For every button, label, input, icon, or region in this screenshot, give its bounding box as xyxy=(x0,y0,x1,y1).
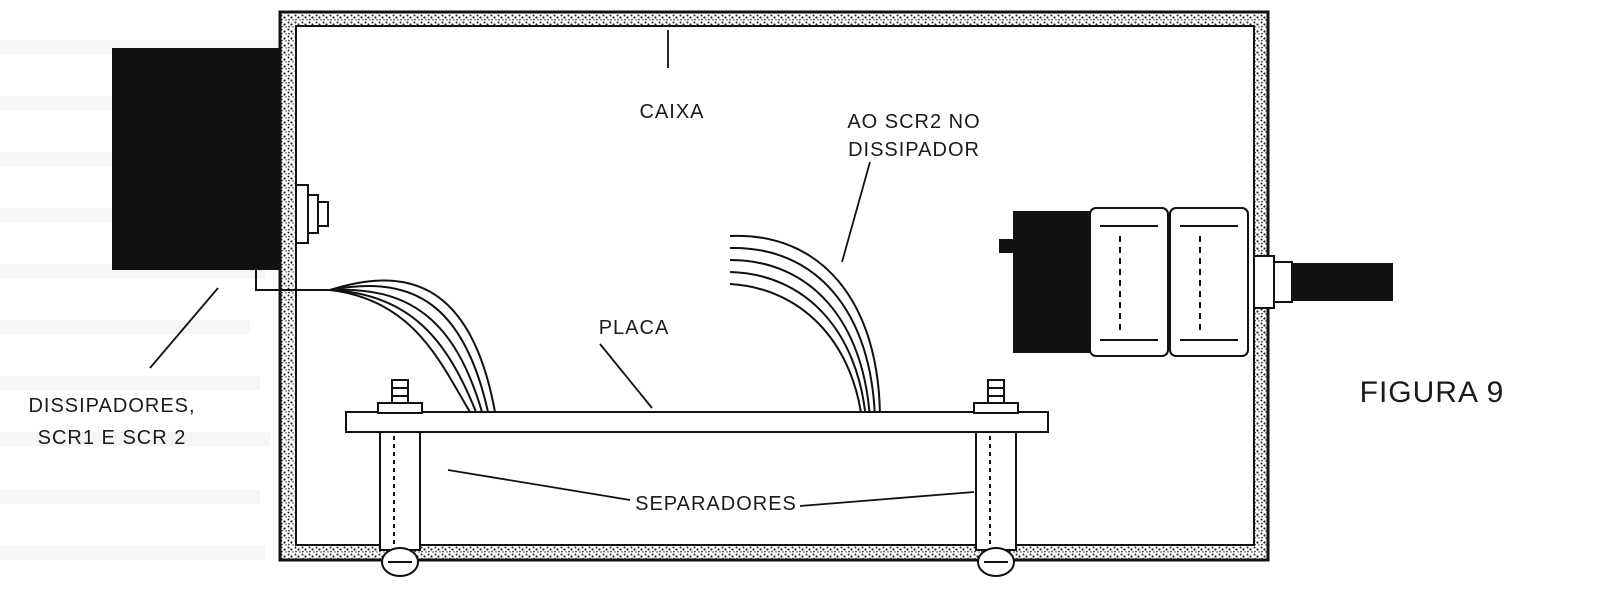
heatsink-block xyxy=(112,48,292,270)
potentiometer xyxy=(999,207,1393,357)
label-separadores: SEPARADORES xyxy=(635,493,797,515)
label-placa: PLACA xyxy=(599,317,670,339)
label-figura: FIGURA 9 xyxy=(1360,376,1505,409)
separador-left xyxy=(379,379,421,577)
mounting-bolt xyxy=(295,184,329,244)
label-caixa: CAIXA xyxy=(639,101,704,123)
heatsink-lead xyxy=(255,270,330,291)
label-ao-scr2-line2: DISSIPADOR xyxy=(848,139,980,161)
label-dissipadores-line1: DISSIPADORES, xyxy=(28,395,195,417)
wire-bundle-right xyxy=(729,234,881,421)
label-ao-scr2-line1: AO SCR2 NO xyxy=(847,111,980,133)
placa-board xyxy=(345,411,1049,433)
wire-bundle-left xyxy=(329,279,496,413)
label-dissipadores-line2: SCR1 E SCR 2 xyxy=(38,427,187,449)
leader-lines xyxy=(149,30,975,507)
